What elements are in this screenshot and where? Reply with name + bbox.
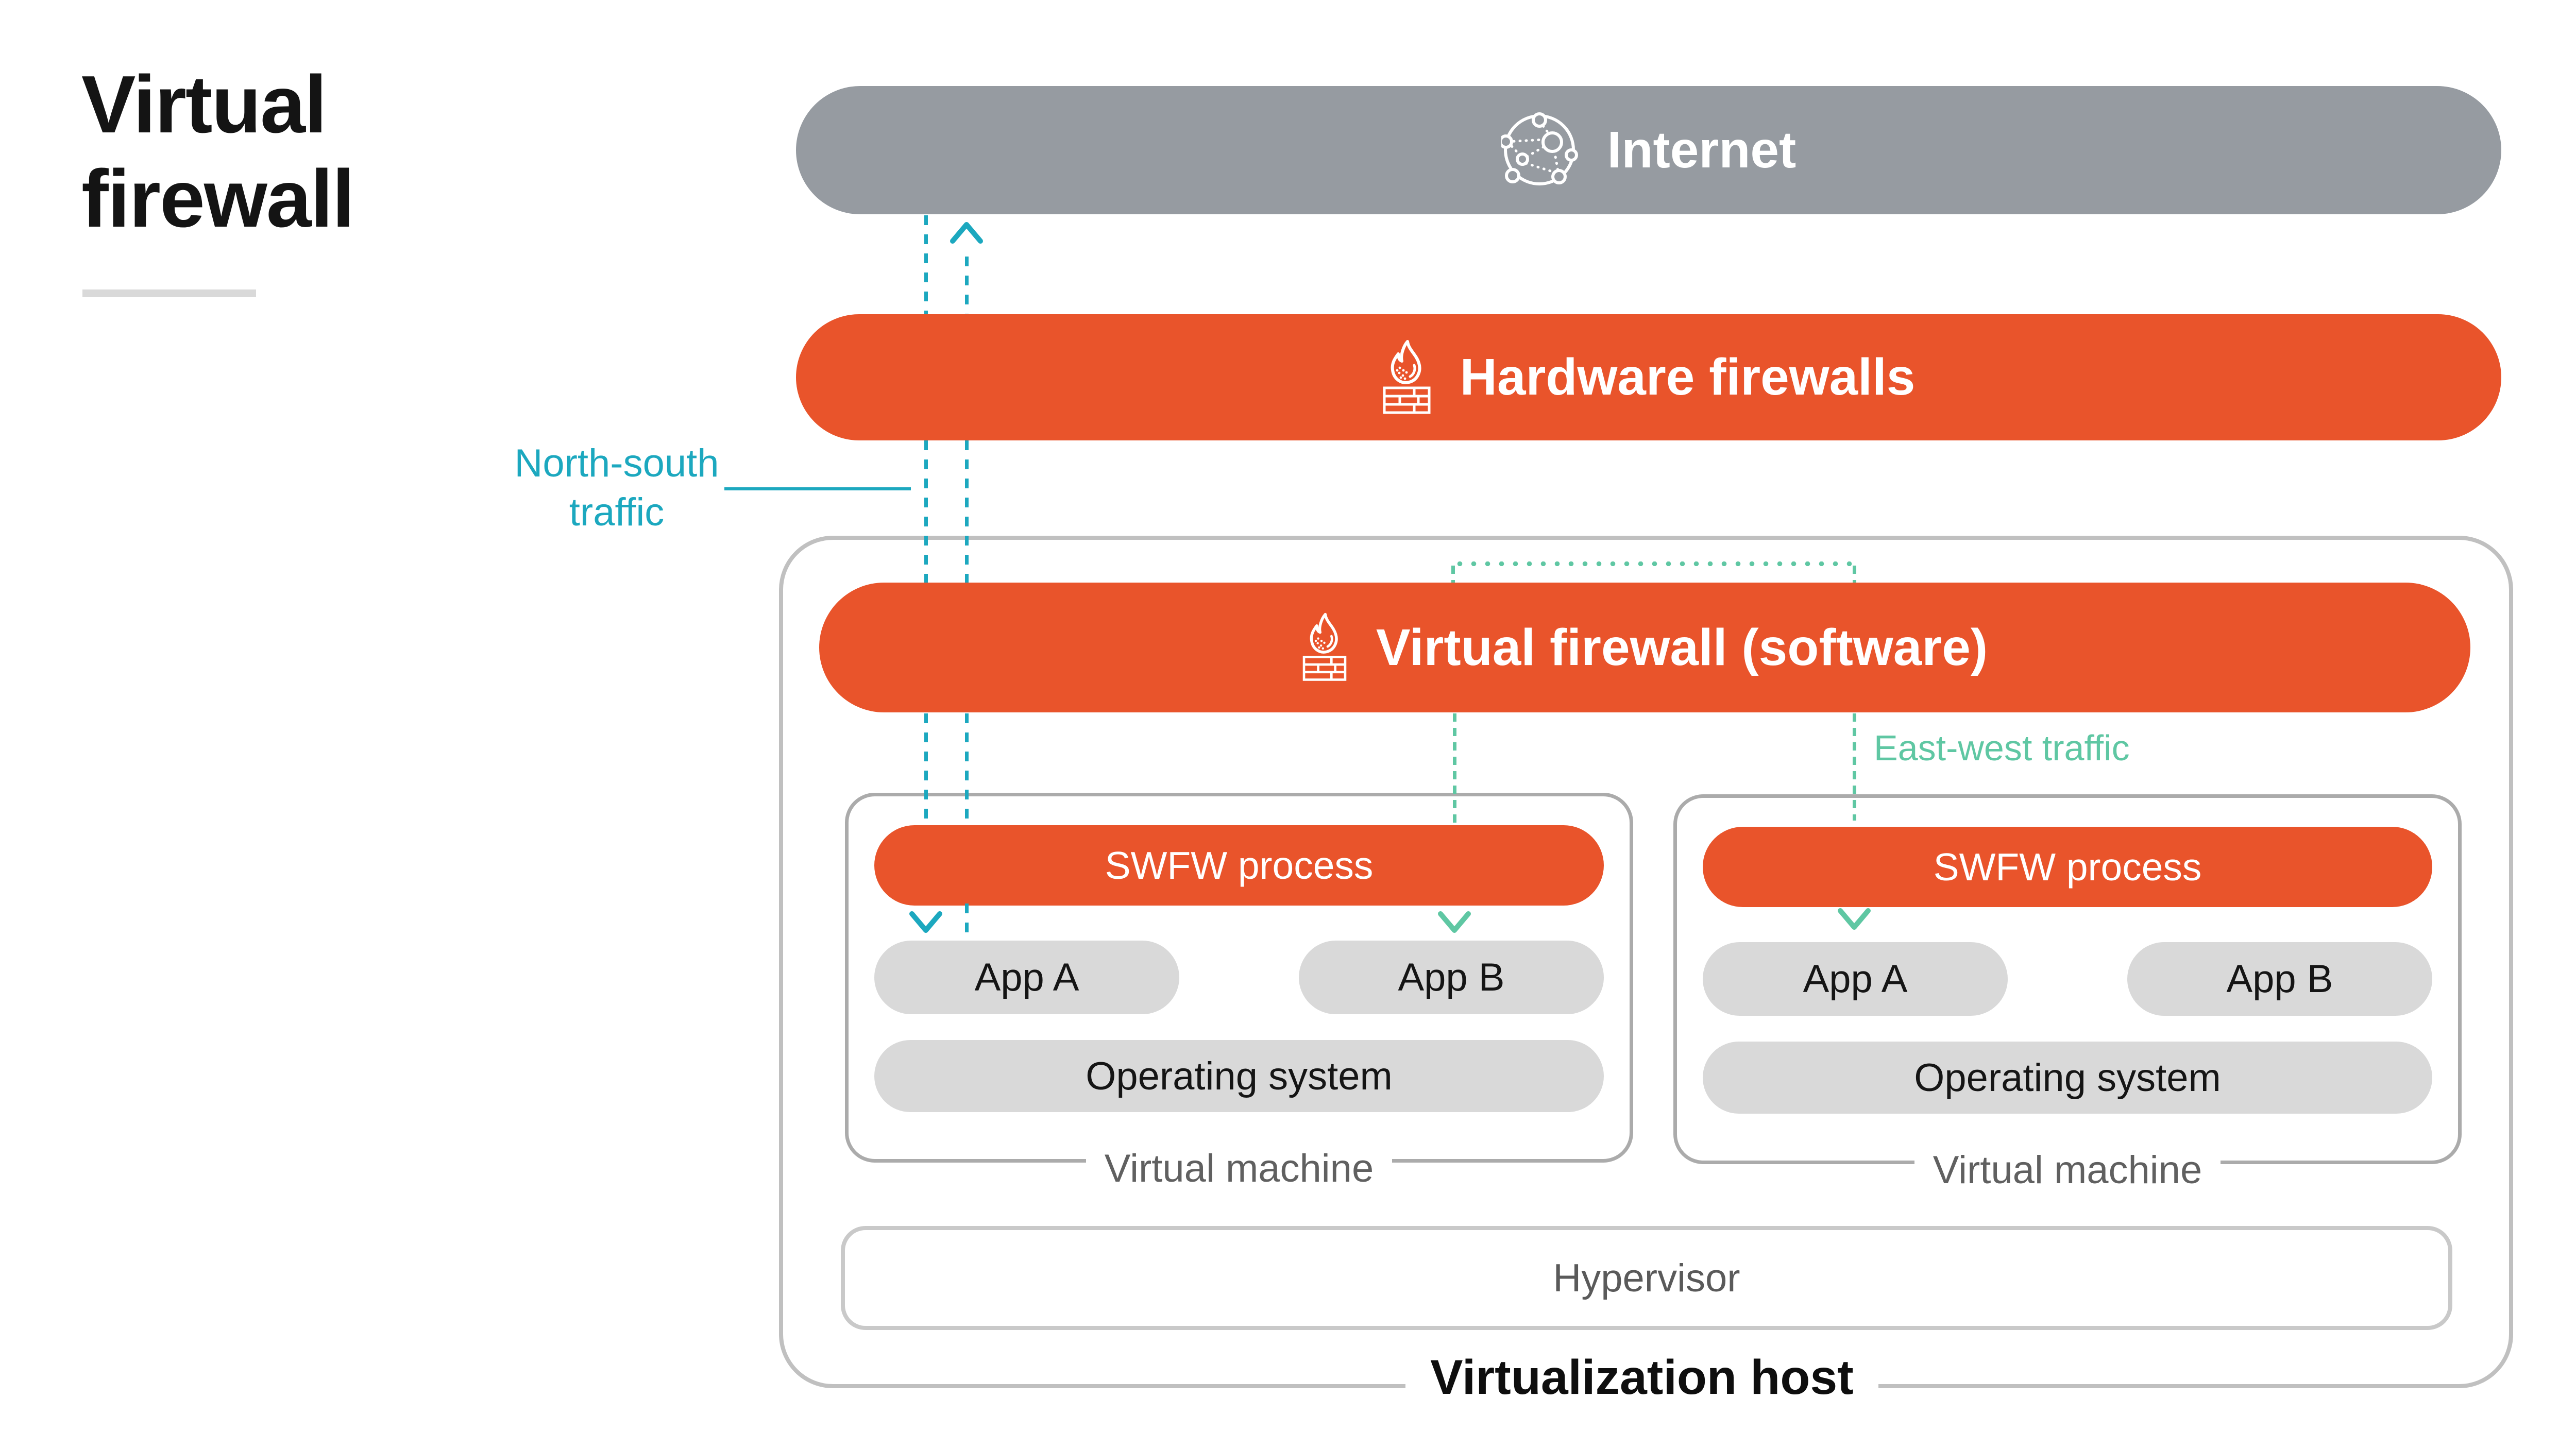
swfw-process-bar: SWFW process: [1703, 827, 2432, 907]
hypervisor-box: Hypervisor: [841, 1226, 2452, 1330]
north-south-pointer-line: [724, 487, 911, 490]
north-south-line-segment: [965, 904, 969, 936]
east-west-line-segment: [1853, 566, 1856, 584]
virtual-firewall-node: Virtual firewall (software): [819, 583, 2470, 712]
north-south-line-segment: [924, 440, 928, 584]
swfw-process-bar: SWFW process: [874, 825, 1604, 906]
north-south-line-segment: [965, 440, 969, 584]
operating-system-bar: Operating system: [874, 1040, 1604, 1112]
virtual-machine-caption: Virtual machine: [849, 1147, 1630, 1190]
virtualization-host-caption: Virtualization host: [779, 1349, 2505, 1406]
virtual-machine-1-box: SWFW process App A App B Operating syste…: [845, 793, 1633, 1190]
flame-brick-wall-icon: [1302, 612, 1347, 681]
internet-node: Internet: [796, 86, 2501, 214]
app-b-label: App B: [1398, 956, 1505, 999]
east-west-line-segment: [1853, 713, 1856, 821]
operating-system-bar: Operating system: [1703, 1042, 2432, 1114]
east-west-line-segment: [1453, 561, 1856, 566]
app-a-pill: App A: [1703, 942, 2008, 1016]
app-b-pill: App B: [1299, 941, 1604, 1014]
up-arrow-icon: [950, 222, 983, 244]
title-divider: [82, 289, 256, 297]
north-south-line-segment: [924, 713, 928, 823]
hardware-firewalls-node: Hardware firewalls: [796, 314, 2501, 440]
app-a-pill: App A: [874, 941, 1179, 1014]
app-a-label: App A: [974, 956, 1079, 999]
operating-system-label: Operating system: [1914, 1055, 2221, 1100]
virtual-firewall-label: Virtual firewall (software): [1376, 618, 1988, 676]
north-south-traffic-label: North-south traffic: [514, 441, 719, 534]
east-west-line-segment: [1451, 566, 1455, 584]
page-title: Virtual firewall: [81, 59, 354, 244]
virtual-machine-2-box: SWFW process App A App B Operating syste…: [1673, 794, 2462, 1192]
virtual-machine-caption: Virtual machine: [1677, 1149, 2458, 1192]
east-west-traffic-label: East-west traffic: [1874, 728, 2130, 768]
flame-brick-wall-icon: [1383, 339, 1431, 414]
east-west-line-segment: [1453, 713, 1456, 823]
north-south-line-segment: [924, 215, 928, 314]
down-arrow-icon: [909, 911, 942, 933]
network-globe-icon: [1501, 112, 1578, 185]
swfw-process-label: SWFW process: [1105, 844, 1374, 887]
app-b-pill: App B: [2127, 942, 2432, 1016]
app-b-label: App B: [2226, 957, 2333, 1001]
app-a-label: App A: [1803, 957, 1908, 1001]
swfw-process-label: SWFW process: [1933, 845, 2202, 889]
down-arrow-icon: [1438, 911, 1471, 933]
internet-label: Internet: [1607, 121, 1797, 179]
operating-system-label: Operating system: [1086, 1054, 1393, 1098]
north-south-line-segment: [965, 257, 969, 314]
hardware-firewalls-label: Hardware firewalls: [1460, 348, 1916, 406]
hypervisor-label: Hypervisor: [1553, 1256, 1740, 1300]
north-south-line-segment: [965, 713, 969, 823]
down-arrow-icon: [1838, 908, 1871, 930]
